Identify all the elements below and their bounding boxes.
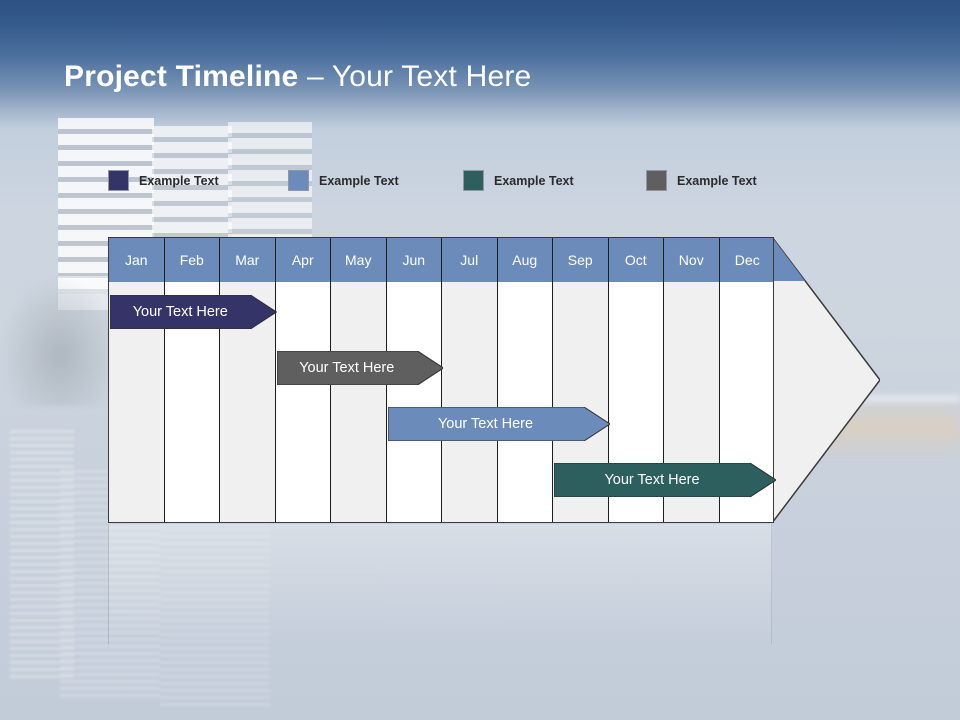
month-header-jun: Jun [386, 238, 441, 282]
legend-swatch-icon [288, 170, 309, 191]
bar-label: Your Text Here [437, 416, 534, 432]
bar-label: Your Text Here [299, 360, 395, 376]
month-header-aug: Aug [497, 238, 552, 282]
timeline-column-jul: Jul [442, 238, 498, 522]
month-header-dec: Dec [719, 238, 773, 282]
legend-label: Example Text [139, 173, 219, 188]
background-trees [0, 276, 120, 406]
timeline-bar-3[interactable]: Your Text Here [554, 463, 776, 497]
column-body [442, 282, 497, 522]
title-regular-part: – Your Text Here [298, 60, 532, 93]
column-body [331, 282, 386, 522]
month-header-nov: Nov [664, 238, 719, 282]
timeline-bar-2[interactable]: Your Text Here [387, 407, 610, 441]
legend-item-1[interactable]: Example Text [288, 170, 399, 191]
month-header-oct: Oct [608, 238, 663, 282]
timeline-column-aug: Aug [497, 238, 553, 522]
timeline-column-feb: Feb [164, 238, 220, 522]
column-body [497, 282, 552, 522]
column-body [275, 282, 330, 522]
bar-arrow-icon [110, 295, 277, 329]
bar-label: Your Text Here [132, 304, 228, 320]
chart-reflection [108, 524, 772, 644]
month-header-jan: Jan [109, 238, 164, 282]
month-header-sep: Sep [553, 238, 608, 282]
bar-label: Your Text Here [604, 472, 700, 488]
legend-swatch-icon [108, 170, 129, 191]
background-water-reflection-3 [160, 500, 270, 710]
column-body [386, 282, 441, 522]
timeline-bar-1[interactable]: Your Text Here [276, 351, 443, 385]
legend-swatch-icon [463, 170, 484, 191]
month-header-feb: Feb [164, 238, 219, 282]
month-header-may: May [331, 238, 386, 282]
legend-swatch-icon [646, 170, 667, 191]
bar-arrow-icon [554, 463, 776, 497]
timeline-column-apr: Apr [275, 238, 331, 522]
bar-arrow-icon [387, 407, 610, 441]
page-title: Project Timeline – Your Text Here [64, 60, 531, 94]
legend-label: Example Text [494, 173, 574, 188]
timeline-bar-0[interactable]: Your Text Here [110, 295, 277, 329]
legend-item-0[interactable]: Example Text [108, 170, 219, 191]
background-sky [0, 0, 960, 130]
month-header-apr: Apr [275, 238, 330, 282]
month-header-jul: Jul [442, 238, 497, 282]
timeline-column-mar: Mar [220, 238, 276, 522]
legend-item-3[interactable]: Example Text [646, 170, 757, 191]
bar-arrow-icon [276, 351, 443, 385]
background-water-reflection [10, 430, 74, 680]
timeline-column-jun: Jun [386, 238, 442, 522]
legend-label: Example Text [319, 173, 399, 188]
legend-item-2[interactable]: Example Text [463, 170, 574, 191]
legend-label: Example Text [677, 173, 757, 188]
timeline-column-jan: Jan [109, 238, 165, 522]
title-bold-part: Project Timeline [64, 60, 299, 93]
month-header-mar: Mar [220, 238, 275, 282]
